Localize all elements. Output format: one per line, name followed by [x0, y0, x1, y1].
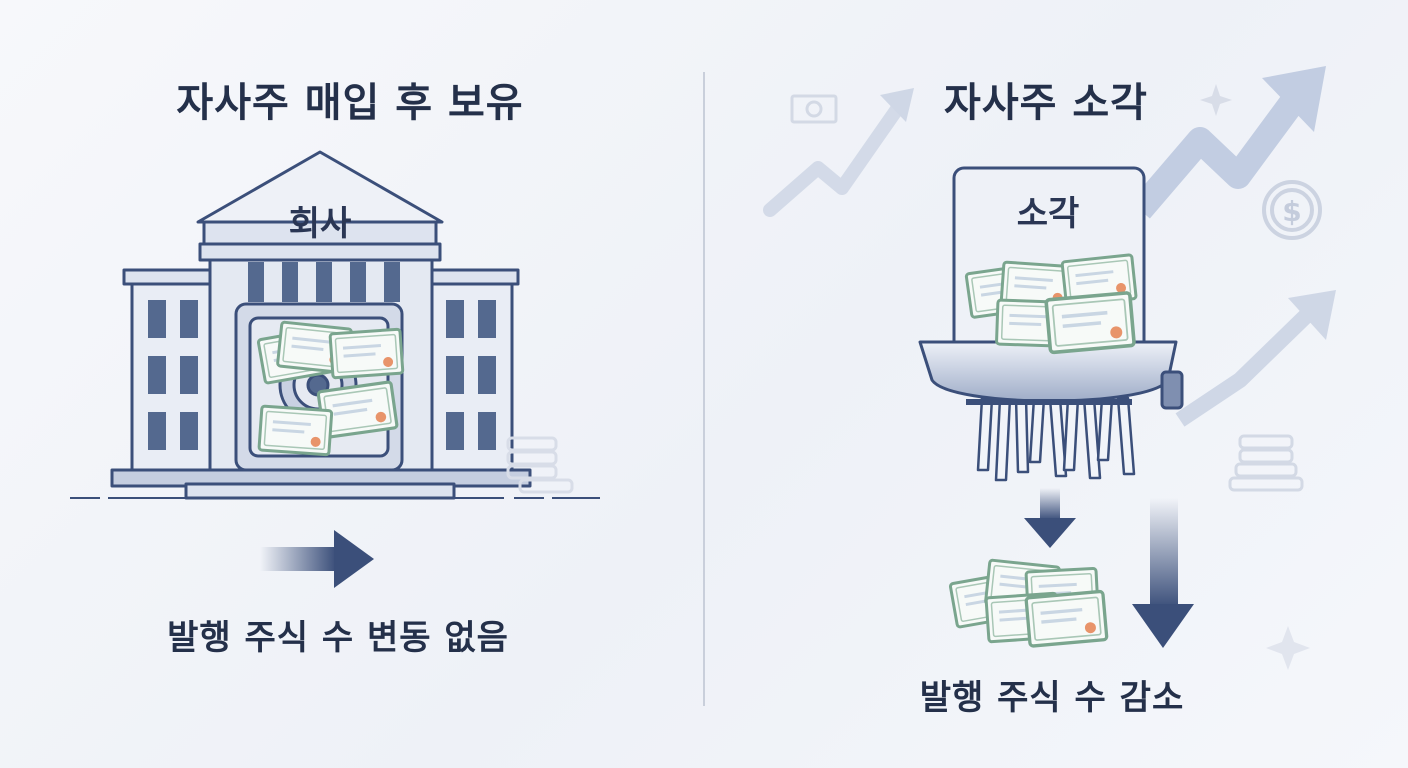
sparkle-icon-lower [1266, 626, 1310, 670]
left-panel-caption: 발행 주식 수 변동 없음 [167, 618, 509, 658]
trend-up-arrow-head-small [880, 88, 914, 122]
right-panel-caption: 발행 주식 수 감소 [919, 678, 1185, 718]
coin-stack-icon-right [1228, 434, 1304, 492]
trend-up-arrow-lower-head [1288, 290, 1336, 340]
shredder-sign: 소각 [1016, 194, 1080, 234]
arrow-down-icon [1024, 488, 1076, 548]
building-sign: 회사 [288, 204, 352, 244]
trend-up-arrow-large [1130, 84, 1311, 219]
left-panel-title: 자사주 매입 후 보유 [176, 80, 524, 126]
right-panel-title: 자사주 소각 [944, 80, 1148, 126]
arrow-down-large-icon [1132, 498, 1194, 648]
sparkle-icon [1200, 84, 1232, 116]
dollar-sign-glyph: $ [1282, 195, 1301, 228]
certificate-pile [948, 558, 1109, 648]
trend-up-arrow-head-large [1262, 66, 1326, 132]
trend-up-arrow-icon [763, 95, 909, 217]
trend-up-arrow-lower [1175, 306, 1316, 427]
arrow-right-icon [260, 530, 374, 588]
dollar-coin-icon [1262, 180, 1322, 240]
coin-stack-icon [506, 436, 574, 494]
banknote-icon [790, 94, 838, 124]
